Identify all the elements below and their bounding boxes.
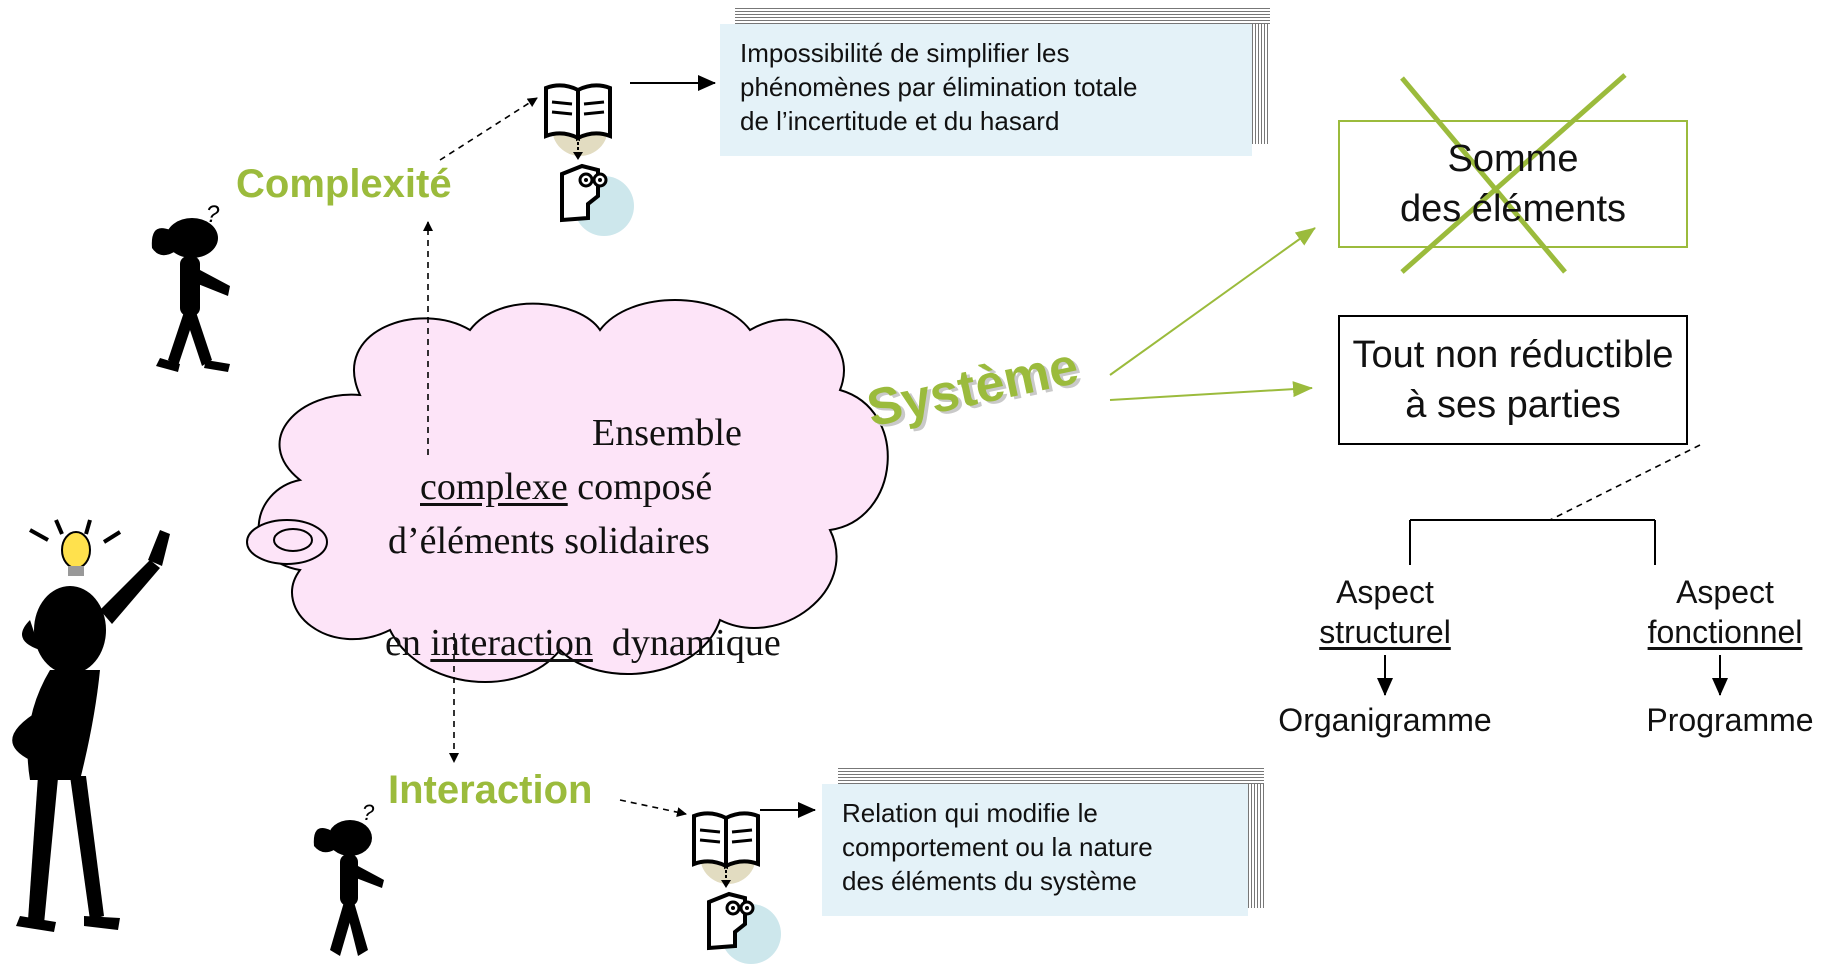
cloud-line-2-rest: composé: [567, 466, 713, 508]
pondering-figure-icon-bottom: ?: [313, 800, 384, 956]
note-shadow-right: [1252, 8, 1270, 144]
note-interaction: Relation qui modifie le comportement ou …: [822, 784, 1248, 916]
underlined-interaction: interaction: [430, 622, 593, 664]
note-interaction-line: des éléments du système: [842, 866, 1137, 896]
book-icon: [544, 83, 612, 160]
note-complexite: Impossibilité de simplifier les phénomèn…: [720, 24, 1252, 156]
note-complexite-line: Impossibilité de simplifier les: [740, 38, 1070, 68]
keyword-interaction: Interaction: [388, 768, 593, 812]
note-interaction-line: comportement ou la nature: [842, 832, 1153, 862]
cloud-line-2: complexe composé: [420, 462, 712, 512]
result-organigramme: Organigramme: [1278, 702, 1492, 738]
arrow-systeme-to-sum: [1109, 227, 1316, 376]
svg-text:?: ?: [362, 800, 375, 825]
cloud-line-3: d’éléments solidaires: [388, 520, 710, 562]
crossed-out-line: Somme: [1447, 138, 1579, 180]
aspect-functional-line2: fonctionnel: [1647, 614, 1803, 650]
aspect-functional: Aspect fonctionnel: [1635, 572, 1815, 652]
cloud-line-4-prefix: en: [385, 622, 431, 664]
thinking-face-icon: [560, 163, 634, 236]
note-shadow-right-bottom: [1248, 768, 1264, 908]
crossed-out-line: des éléments: [1399, 188, 1626, 230]
note-shadow-top: [735, 8, 1270, 24]
cloud-line-1: Ensemble: [592, 412, 742, 454]
book-icon-bottom: [692, 811, 760, 888]
dashed-link-tree: [1549, 444, 1701, 521]
whole-box-line: à ses parties: [1405, 384, 1621, 426]
aspect-structural-line2: structurel: [1319, 614, 1451, 650]
note-complexite-line: de l’incertitude et du hasard: [740, 106, 1060, 136]
note-complexite-line: phénomènes par élimination totale: [740, 72, 1138, 102]
whole-box: Tout non réductible à ses parties: [1338, 315, 1688, 445]
cloud-bubble-tiny: [273, 528, 313, 552]
arrow-complexite-to-book: [439, 97, 538, 161]
aspect-structural: Aspect structurel: [1310, 572, 1460, 652]
aspect-functional-line1: Aspect: [1676, 574, 1774, 610]
arrow-interaction-to-book: [619, 799, 687, 818]
pondering-figure-icon: ?: [151, 201, 230, 372]
note-shadow-top-bottom: [838, 768, 1264, 784]
underlined-complexe: complexe: [420, 466, 568, 508]
result-programme: Programme: [1646, 702, 1814, 738]
aspect-structural-line1: Aspect: [1336, 574, 1434, 610]
idea-figure-icon: [12, 519, 170, 932]
svg-text:?: ?: [206, 201, 220, 228]
thinking-face-icon-bottom: [707, 891, 781, 964]
crossed-out-box: Somme des éléments: [1338, 120, 1688, 248]
cross-line-2: [1400, 73, 1627, 274]
keyword-complexite: Complexité: [236, 162, 452, 206]
note-interaction-line: Relation qui modifie le: [842, 798, 1098, 828]
cloud-line-4-suffix: dynamique: [592, 622, 781, 664]
cloud-line-4: en interaction dynamique: [366, 568, 781, 668]
aspect-tree: [1409, 519, 1656, 565]
definition-cloud: [246, 299, 889, 684]
arrow-systeme-to-whole: [1109, 381, 1313, 401]
whole-box-line: Tout non réductible: [1352, 334, 1674, 376]
cross-line-1: [1400, 76, 1567, 274]
